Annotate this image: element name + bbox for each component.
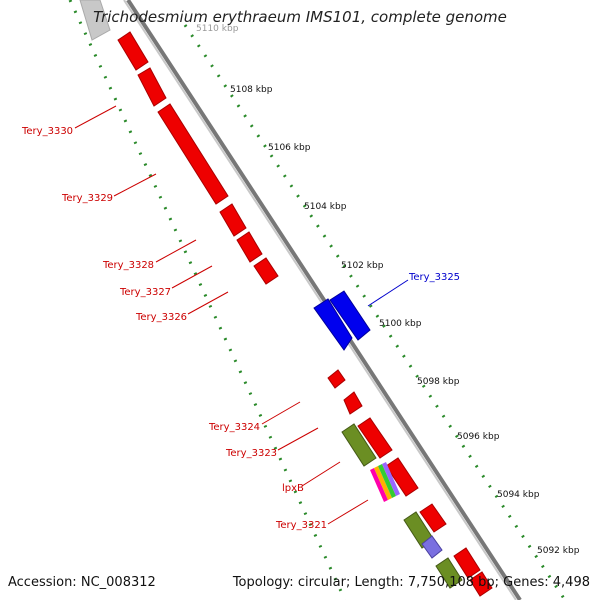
callout-line-selected <box>367 279 409 307</box>
genome-backbone <box>126 0 522 600</box>
gene-label-tery-3324[interactable]: Tery_3324 <box>208 422 260 433</box>
tick-label: 5094 kbp <box>497 490 540 500</box>
gene-label-tery-3327[interactable]: Tery_3327 <box>119 287 171 298</box>
gene-red-bottom-1[interactable] <box>453 547 481 579</box>
tick-label: 5096 kbp <box>457 432 500 442</box>
gene-label-tery-3321[interactable]: Tery_3321 <box>275 520 327 531</box>
tick-label: 5100 kbp <box>379 319 422 329</box>
inner-ruler <box>68 0 347 600</box>
tick-label: 5092 kbp <box>537 546 580 556</box>
gene-label-tery-3330[interactable]: Tery_3330 <box>21 126 73 137</box>
length-label: Length: <box>354 575 404 590</box>
topology-value: circular <box>297 575 346 590</box>
gene-olive-1[interactable] <box>341 423 377 467</box>
accession-info: Accession: NC_008312 <box>8 575 156 590</box>
gene-grey[interactable] <box>79 0 111 41</box>
genes-value: 4,498 <box>552 575 590 590</box>
gene-label-tery-3328[interactable]: Tery_3328 <box>102 260 154 271</box>
gene-tery-3328[interactable] <box>219 203 247 237</box>
genome-title: Trichodesmium erythraeum IMS101, complet… <box>93 8 507 26</box>
gene-purple[interactable] <box>421 535 443 559</box>
gene-red-bottom-2[interactable] <box>469 571 493 597</box>
gene-tery-3330b[interactable] <box>137 67 167 107</box>
gene-tery-3329[interactable] <box>157 103 229 205</box>
outer-ruler <box>183 24 567 600</box>
gene-label-tery-3323[interactable]: Tery_3323 <box>225 448 277 459</box>
length-value: 7,750,108 bp <box>407 575 495 590</box>
accession-value: NC_008312 <box>80 575 156 590</box>
gene-label-tery-3325[interactable]: Tery_3325 <box>408 272 460 283</box>
gene-olive-3[interactable] <box>435 557 463 589</box>
tick-label: 5106 kbp <box>268 143 311 153</box>
accession-label: Accession: <box>8 575 77 590</box>
gene-tery-3326[interactable] <box>253 257 279 285</box>
genome-backbone-light <box>123 0 517 600</box>
gene-tery-3324[interactable] <box>343 391 363 415</box>
gene-label-tery-3329[interactable]: Tery_3329 <box>61 193 113 204</box>
topology-label: Topology: <box>232 575 294 590</box>
gene-tery-3323[interactable] <box>357 417 393 459</box>
gene-lpxb[interactable] <box>385 457 419 497</box>
tick-label: 5098 kbp <box>417 377 460 387</box>
callout-lines <box>74 105 369 525</box>
genes-label: Genes: <box>503 575 549 590</box>
gene-tery-3330[interactable] <box>117 31 149 71</box>
gene-label-tery-3326[interactable]: Tery_3326 <box>135 312 187 323</box>
gene-multicolor-block[interactable] <box>370 462 400 502</box>
genome-stats: Topology: circular; Length: 7,750,108 bp… <box>232 575 590 590</box>
gene-tery-3327[interactable] <box>236 231 263 263</box>
gene-tery-3325-a[interactable] <box>313 298 353 351</box>
gene-tery-3321[interactable] <box>419 503 447 533</box>
tick-label: 5108 kbp <box>230 85 273 95</box>
tick-label: 5102 kbp <box>341 261 384 271</box>
gene-small-red[interactable] <box>327 369 346 389</box>
gene-label-lpxb[interactable]: lpxB <box>282 483 304 494</box>
gene-tery-3325-b[interactable] <box>329 290 371 341</box>
tick-label: 5104 kbp <box>304 202 347 212</box>
tick-label: 5110 kbp <box>196 24 239 34</box>
